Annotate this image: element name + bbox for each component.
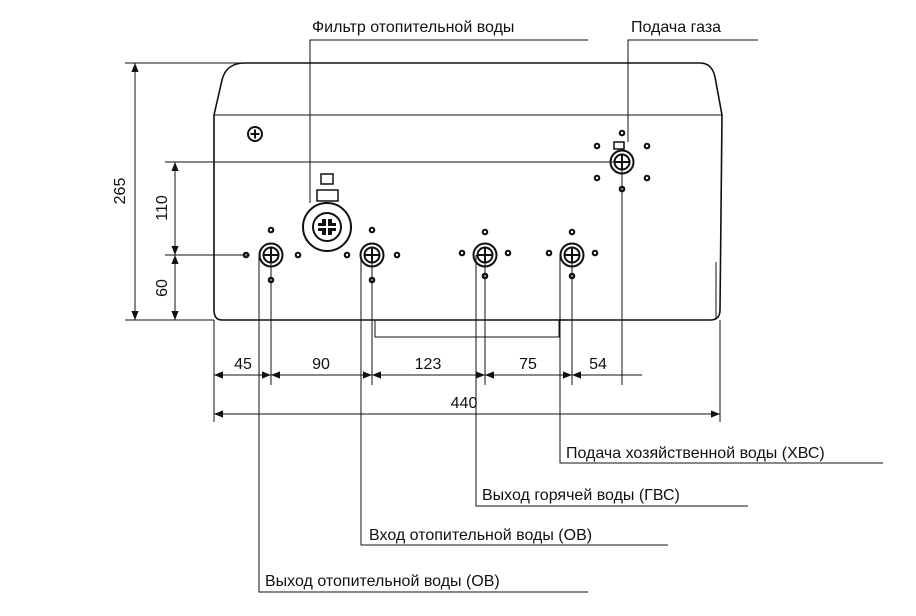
leader-lines xyxy=(258,39,883,593)
dim-height-lower: 60 xyxy=(154,279,171,297)
dim-width-5: 54 xyxy=(589,356,607,373)
label-filter: Фильтр отопительной воды xyxy=(312,19,514,36)
vertical-dimensions xyxy=(125,62,622,321)
dim-width-4: 75 xyxy=(519,356,537,373)
dim-height-upper: 110 xyxy=(154,195,171,221)
dim-width-total: 440 xyxy=(451,395,478,412)
label-heating-out: Выход отопительной воды (ОВ) xyxy=(265,573,500,590)
fitting-heating-out xyxy=(242,226,302,284)
filter-fitting xyxy=(302,173,352,252)
label-cold-water: Подача хозяйственной воды (ХВС) xyxy=(566,445,825,462)
mount-screw xyxy=(247,126,263,142)
label-heating-in: Вход отопительной воды (ОВ) xyxy=(369,527,592,544)
label-hot-water: Выход горячей воды (ГВС) xyxy=(482,487,680,504)
dim-width-3: 123 xyxy=(415,356,442,373)
dim-width-1: 45 xyxy=(234,356,252,373)
dim-height-total: 265 xyxy=(112,178,129,205)
horizontal-dimensions xyxy=(213,162,721,422)
label-gas: Подача газа xyxy=(631,19,721,36)
boiler-body xyxy=(213,62,723,338)
dim-width-2: 90 xyxy=(312,356,330,373)
fitting-gas xyxy=(593,129,651,193)
